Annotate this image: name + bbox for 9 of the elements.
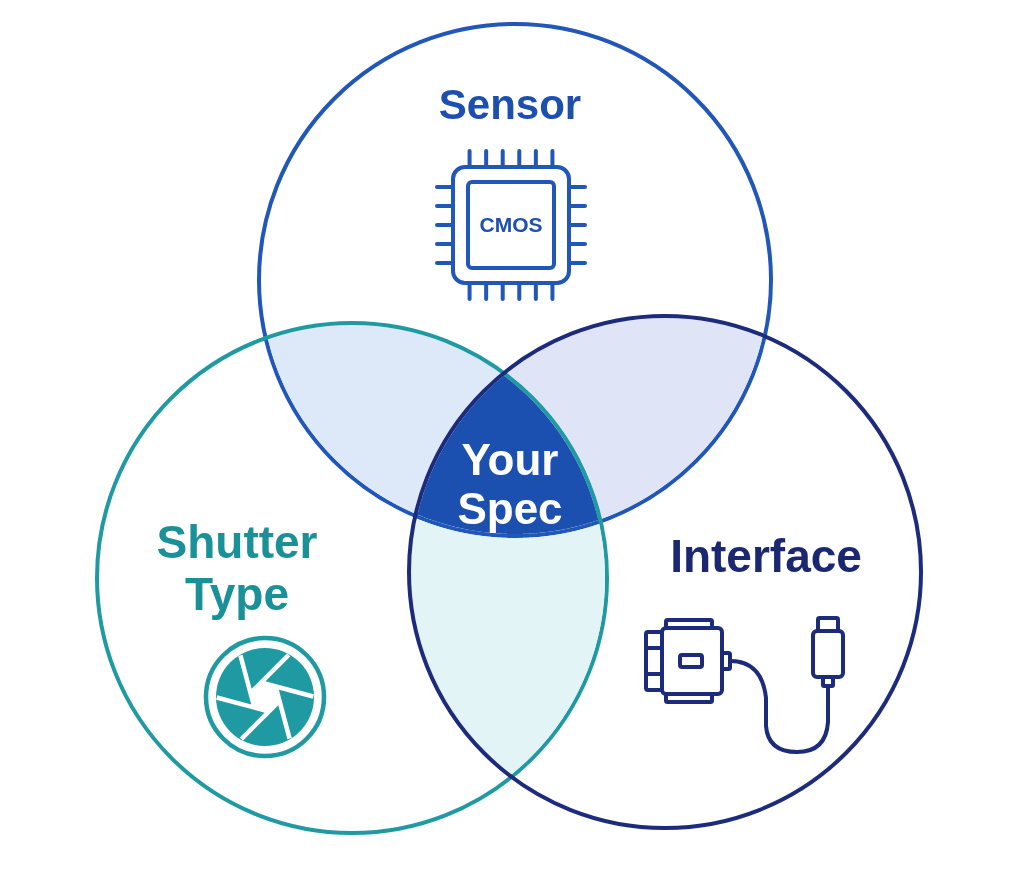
venn-circle [95,321,609,835]
venn-circle [407,314,923,830]
microchip-symbol [435,149,587,301]
center-overlap-region [417,375,599,534]
center-label: Your Spec [456,434,564,534]
chip-label: CMOS [479,213,543,237]
category-title: Sensor [437,80,583,130]
category-title: Interface [669,531,863,583]
category-title: Shutter Type [155,517,319,621]
